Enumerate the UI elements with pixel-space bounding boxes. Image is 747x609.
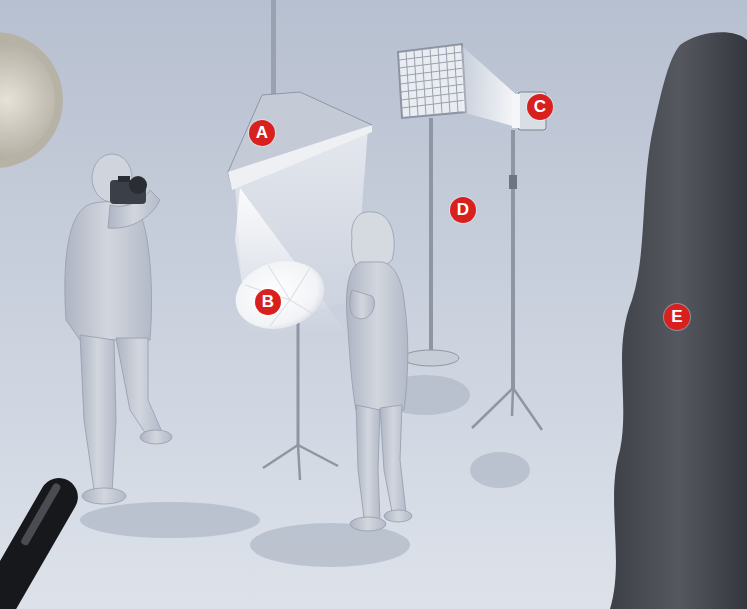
callout-letter: E (664, 304, 690, 330)
callout-letter: C (527, 94, 553, 120)
callout-letter: D (450, 197, 476, 223)
callout-letter: B (255, 289, 281, 315)
callout-letter: A (249, 120, 275, 146)
